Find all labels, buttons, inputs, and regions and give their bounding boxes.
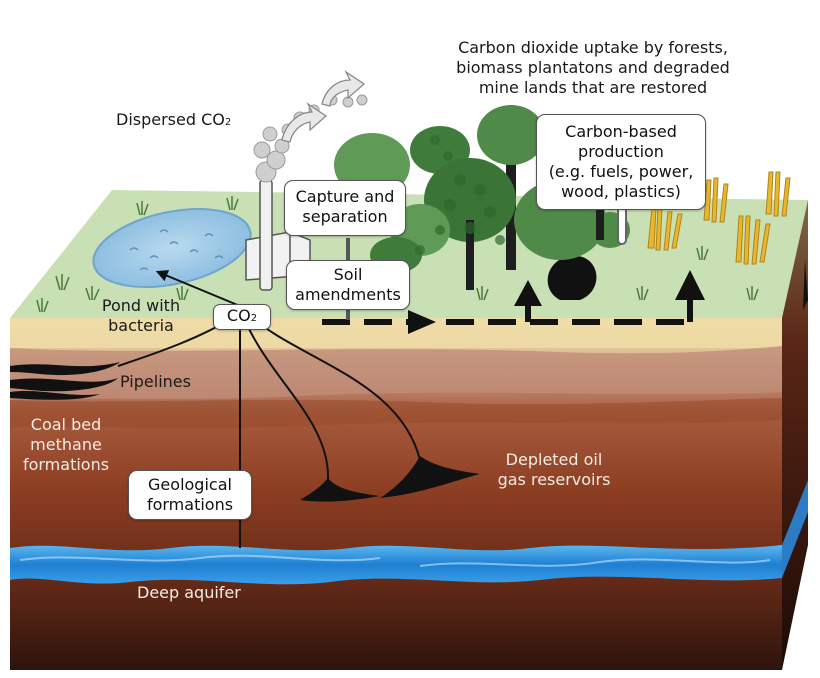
- depleted-line-1: Depleted oil: [505, 450, 603, 469]
- coal-seam: [10, 362, 120, 376]
- coal-line-2: methane: [30, 435, 102, 454]
- geological-line-1: Geological: [148, 475, 232, 494]
- uptake-line-3: mine lands that are restored: [478, 78, 708, 97]
- aquifer-side: [782, 480, 808, 578]
- production-line-3: (e.g. fuels, power,: [548, 162, 694, 181]
- carbon-production-box: Carbon-based production (e.g. fuels, pow…: [536, 114, 706, 210]
- capture-line-2: separation: [302, 207, 388, 226]
- co2-to-reservoir-line-1: [243, 317, 330, 481]
- soil-amendments-box: Soil amendments: [286, 260, 410, 310]
- pond-line-2: bacteria: [108, 316, 174, 335]
- uptake-label: Carbon dioxide uptake by forests, biomas…: [440, 38, 746, 98]
- deep-aquifer-label: Deep aquifer: [137, 583, 241, 602]
- pipelines-label: Pipelines: [120, 372, 191, 391]
- coal-seam: [10, 391, 100, 400]
- dispersed-subscript: 2: [224, 117, 232, 128]
- co2-source-box: CO2: [213, 304, 271, 330]
- depleted-line-2: gas reservoirs: [497, 470, 611, 489]
- pond-line-1: Pond with: [101, 296, 181, 315]
- aquifer-ripple: [419, 558, 771, 567]
- capture-line-1: Capture and: [295, 187, 395, 206]
- co2-to-pond-line: [155, 270, 241, 307]
- soil-line-1: Soil: [333, 265, 363, 284]
- dispersal-arrow: [281, 102, 328, 143]
- capture-separation-box: Capture and separation: [284, 180, 406, 236]
- pond-label: Pond with bacteria: [96, 296, 186, 336]
- coal-bed-label: Coal bed methane formations: [18, 415, 114, 475]
- geological-formations-box: Geological formations: [128, 470, 252, 520]
- coal-seam: [10, 378, 118, 392]
- dispersal-arrow: [321, 70, 366, 107]
- deep-aquifer: [10, 545, 782, 585]
- dispersed-co2-label: Dispersed CO2: [116, 110, 231, 133]
- production-line-2: production: [578, 142, 664, 161]
- production-arrow-2: [675, 270, 705, 300]
- smoke-stack: [259, 179, 273, 291]
- side-seam: [803, 260, 808, 310]
- co2-text: CO: [226, 306, 251, 325]
- aquifer-ripple: [19, 554, 381, 562]
- soil-line-2: amendments: [295, 285, 401, 304]
- coal-line-1: Coal bed: [30, 415, 102, 434]
- gas-reservoir: [380, 456, 480, 498]
- depleted-reservoirs-label: Depleted oil gas reservoirs: [488, 450, 620, 490]
- production-line-1: Carbon-based: [565, 122, 677, 141]
- sand-layer: [10, 318, 782, 348]
- co2-to-reservoir-line-2: [249, 315, 421, 461]
- production-arrow-1: [514, 280, 542, 306]
- pond: [92, 208, 252, 288]
- dispersed-text: Dispersed CO: [116, 110, 225, 129]
- clay-layer: [10, 346, 782, 400]
- geological-line-2: formations: [146, 495, 234, 514]
- coal-line-3: formations: [22, 455, 110, 474]
- gas-reservoir: [300, 478, 380, 502]
- production-line-4: wood, plastics): [561, 182, 681, 201]
- uptake-line-2: biomass plantatons and degraded: [456, 58, 730, 77]
- co2-subscript: 2: [250, 313, 258, 324]
- uptake-line-1: Carbon dioxide uptake by forests,: [458, 38, 728, 57]
- soil-amendment-arrow: [408, 310, 436, 334]
- pond-ripples: [129, 229, 224, 271]
